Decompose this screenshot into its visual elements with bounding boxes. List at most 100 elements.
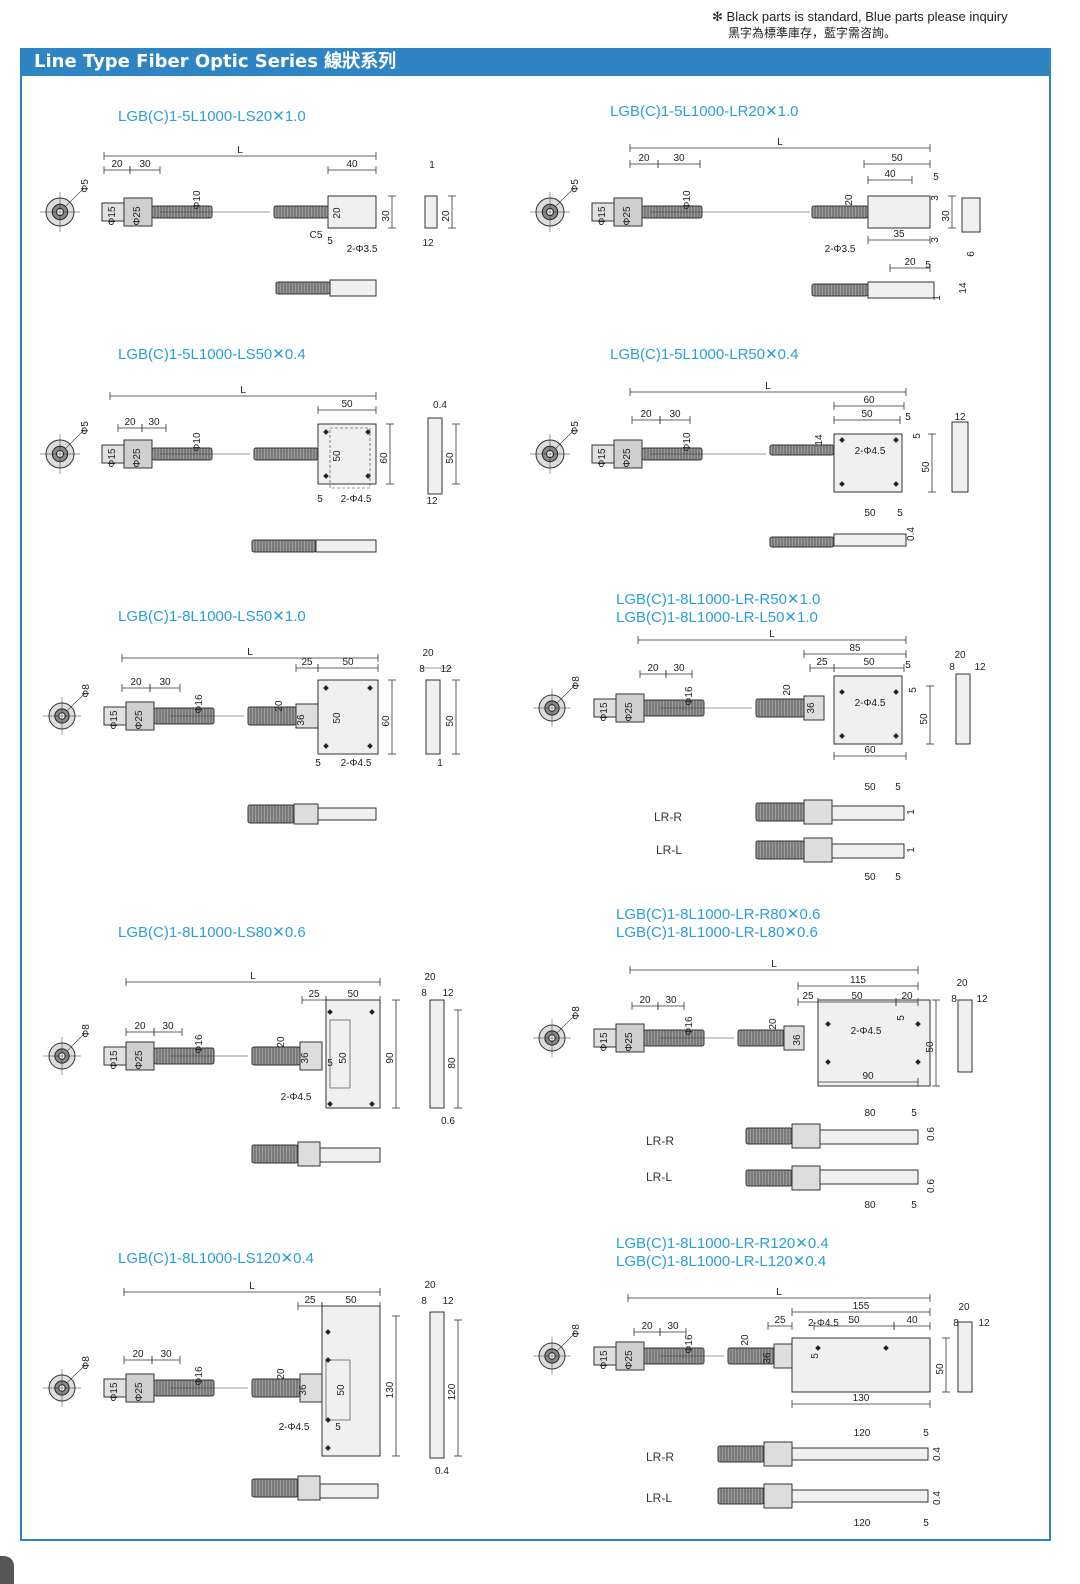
connector bbox=[773, 1343, 793, 1369]
dimension-label: 5 bbox=[933, 172, 939, 183]
head-top-view bbox=[319, 1483, 379, 1499]
dimension-label: Φ8 bbox=[571, 1324, 582, 1338]
dimension-label: 155 bbox=[853, 1301, 870, 1312]
dimension-label: 5 bbox=[912, 433, 923, 439]
model-label-lrl120: LGB(C)1-8L1000-LR-L120✕0.4 bbox=[616, 1253, 827, 1270]
dimension-label: 20 bbox=[954, 650, 966, 661]
dimension-label: Φ8 bbox=[571, 676, 582, 690]
connector bbox=[763, 1441, 793, 1467]
dimension-label: Φ25 bbox=[134, 1050, 145, 1070]
dimension-label: L bbox=[250, 971, 256, 982]
dimension-label: 2-Φ4.5 bbox=[851, 1026, 882, 1037]
model-label-ls50: LGB(C)1-5L1000-LS50✕0.4 bbox=[118, 346, 306, 363]
dimension-label: 130 bbox=[853, 1393, 870, 1404]
dimension-label: Φ25 bbox=[132, 206, 143, 226]
dimension-label: 36 bbox=[296, 714, 307, 726]
dimension-label: Φ16 bbox=[684, 686, 695, 706]
dimension-line bbox=[65, 187, 85, 207]
dimension-label: 20 bbox=[904, 257, 916, 268]
variant-label-l: LR-L bbox=[656, 843, 683, 857]
asterisk-icon: ✻ bbox=[712, 9, 723, 24]
connector bbox=[293, 803, 319, 825]
head-top-view bbox=[819, 1129, 919, 1145]
head-top-view bbox=[833, 533, 907, 547]
dimension-label: Φ5 bbox=[570, 179, 581, 193]
connector bbox=[791, 1165, 821, 1191]
dimension-label: 30 bbox=[941, 210, 952, 222]
dimension-label: 20 bbox=[901, 991, 913, 1002]
stock-note-line1: ✻ Black parts is standard, Blue parts pl… bbox=[712, 8, 1052, 25]
dimension-label: 20 bbox=[647, 663, 659, 674]
dimension-label: Φ8 bbox=[81, 1024, 92, 1038]
dimension-label: 1 bbox=[437, 758, 443, 769]
dimension-label: Φ10 bbox=[192, 190, 203, 210]
dimension-label: L bbox=[769, 629, 775, 640]
hex-nut bbox=[615, 1023, 645, 1053]
dimension-line bbox=[66, 1032, 86, 1052]
dimension-label: Φ25 bbox=[134, 1382, 145, 1402]
dimension-line bbox=[66, 1364, 86, 1384]
connector bbox=[297, 1141, 321, 1167]
dimension-label: Φ15 bbox=[599, 1032, 610, 1052]
dimension-label: 12 bbox=[976, 994, 988, 1005]
dimension-label: 40 bbox=[346, 159, 358, 170]
dimension-line bbox=[65, 429, 85, 449]
dimension-label: Φ5 bbox=[80, 421, 91, 435]
dimension-label: 50 bbox=[445, 715, 456, 727]
dimension-label: 80 bbox=[447, 1057, 458, 1069]
hex-nut bbox=[615, 693, 645, 723]
head-top-view bbox=[791, 1447, 929, 1461]
dimension-label: 20 bbox=[424, 972, 436, 983]
dimension-label: 25 bbox=[301, 657, 313, 668]
mount-hole bbox=[893, 733, 899, 739]
dimension-label: 5 bbox=[810, 1353, 821, 1359]
dimension-label: 50 bbox=[921, 461, 932, 473]
dimension-label: 14 bbox=[958, 282, 969, 294]
mount-hole bbox=[323, 429, 329, 435]
dimension-label: 2-Φ4.5 bbox=[279, 1422, 310, 1433]
dimension-label: 50 bbox=[342, 657, 354, 668]
dimension-label: 20 bbox=[641, 1321, 653, 1332]
dimension-label: Φ15 bbox=[107, 206, 118, 226]
hex-nut bbox=[613, 439, 643, 469]
mount-hole bbox=[323, 685, 329, 691]
mount-hole bbox=[839, 437, 845, 443]
dimension-label: Φ5 bbox=[570, 421, 581, 435]
dimension-label: 50 bbox=[848, 1315, 860, 1326]
head-top-view bbox=[317, 807, 377, 821]
dimension-label: 0.6 bbox=[441, 1116, 455, 1127]
dimension-label: Φ10 bbox=[682, 190, 693, 210]
hex-nut bbox=[123, 197, 153, 227]
dimension-label: 25 bbox=[774, 1315, 786, 1326]
dimension-label: Φ15 bbox=[599, 1350, 610, 1370]
dimension-label: 2-Φ4.5 bbox=[341, 758, 372, 769]
model-label-ls80: LGB(C)1-8L1000-LS80✕0.6 bbox=[118, 924, 306, 941]
dimension-label: Φ16 bbox=[194, 1034, 205, 1054]
side-view bbox=[957, 999, 973, 1073]
connector bbox=[297, 1475, 321, 1501]
dimension-label: 12 bbox=[440, 664, 452, 675]
head-top-view bbox=[329, 279, 377, 297]
dimension-label: Φ15 bbox=[109, 710, 120, 730]
side-view bbox=[429, 999, 445, 1109]
dimension-label: 2-Φ3.5 bbox=[825, 244, 856, 255]
head-top-view bbox=[319, 1147, 381, 1163]
side-view bbox=[427, 417, 443, 495]
dimension-label: 20 bbox=[639, 995, 651, 1006]
dimension-label: Φ25 bbox=[134, 710, 145, 730]
dimension-label: 30 bbox=[673, 663, 685, 674]
dimension-label: 40 bbox=[906, 1315, 918, 1326]
dimension-label: Φ15 bbox=[597, 206, 608, 226]
dimension-label: 12 bbox=[978, 1318, 990, 1329]
dimension-label: L bbox=[249, 1281, 255, 1292]
dimension-label: 5 bbox=[908, 687, 919, 693]
head-top-view bbox=[831, 805, 905, 821]
dimension-label: 60 bbox=[864, 745, 876, 756]
dimension-label: L bbox=[240, 385, 246, 396]
dimension-label: 0.4 bbox=[932, 1491, 943, 1505]
dimension-label: Φ25 bbox=[624, 702, 635, 722]
mount-hole bbox=[893, 481, 899, 487]
mount-hole bbox=[327, 1101, 333, 1107]
dimension-label: 0.4 bbox=[906, 527, 917, 541]
mount-hole bbox=[893, 437, 899, 443]
